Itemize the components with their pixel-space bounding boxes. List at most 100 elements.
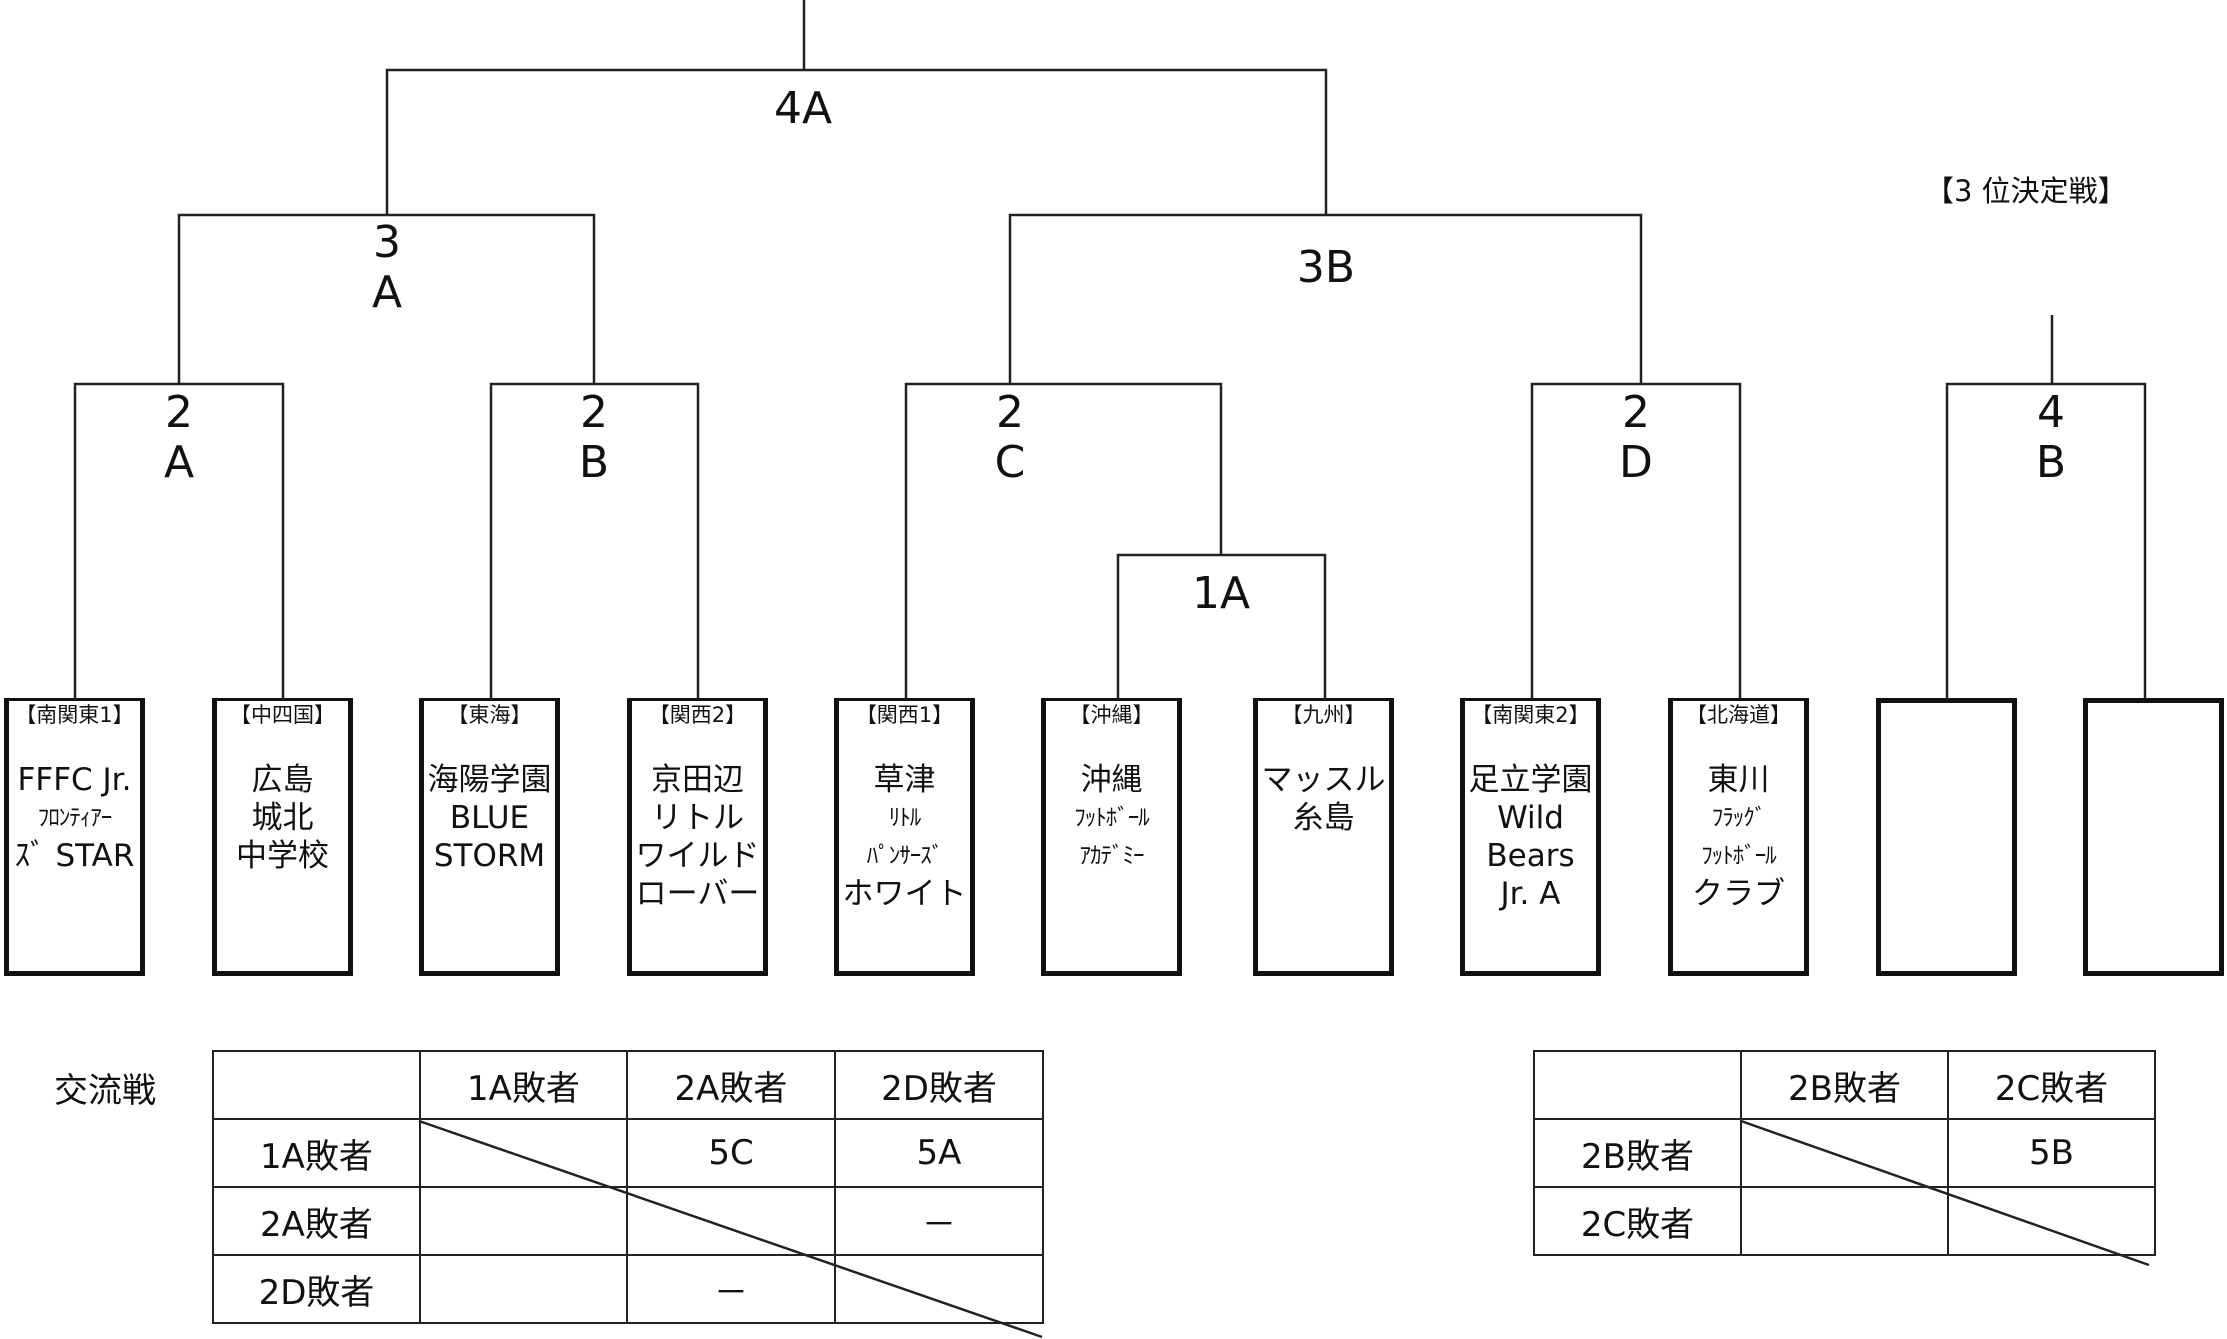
team-name-line: 城北: [251, 800, 314, 836]
cell: 5C: [626, 1118, 836, 1188]
col-header: 2B敗者: [1740, 1050, 1949, 1120]
team-name-line: ﾌﾛﾝﾃｨｱｰ: [37, 805, 113, 831]
team-box: 【中四国】広島城北中学校: [212, 698, 353, 976]
team-region-label: 【関西1】: [839, 701, 970, 729]
cell: [1947, 1186, 2156, 1256]
team-name-line: ｽﾞ STAR: [14, 838, 135, 874]
team-name-line: STORM: [433, 838, 546, 874]
quarter-2b-bracket: [489, 382, 700, 698]
cell: －: [626, 1254, 836, 1324]
quarter-2d-bracket: [1530, 382, 1742, 698]
row-header: 2D敗者: [212, 1254, 421, 1324]
semi-3b-label: 3B: [1296, 242, 1356, 293]
team-name-line: ローバー: [635, 876, 760, 912]
row-header: 1A敗者: [212, 1118, 421, 1188]
cell: [419, 1254, 628, 1324]
first-round-1a-label: 1A: [1191, 568, 1251, 619]
semi-3a-label: 3 A: [371, 217, 403, 318]
team-region-label: 【中四国】: [217, 701, 348, 729]
exchange-title: 交流戦: [54, 1071, 156, 1111]
table-header-row: 2B敗者 2C敗者: [1533, 1050, 2156, 1120]
team-name: 京田辺リトルワイルドローバー: [632, 761, 763, 913]
cell: －: [834, 1186, 1044, 1256]
team-box: [2083, 698, 2224, 976]
exchange-table-2: 2B敗者 2C敗者 2B敗者 5B 2C敗者: [1533, 1050, 2156, 1256]
row-header: 2A敗者: [212, 1186, 421, 1256]
team-region-label: 【九州】: [1258, 701, 1389, 729]
team-name-line: 糸島: [1292, 800, 1355, 836]
quarter-2b-label: 2 B: [578, 387, 610, 488]
team-name-line: 京田辺: [651, 762, 744, 798]
team-name-line: ホワイト: [842, 876, 967, 912]
col-header: 1A敗者: [419, 1050, 628, 1120]
table-row: 2C敗者: [1533, 1186, 2156, 1256]
quarter-2d-label: 2 D: [1619, 387, 1653, 488]
quarter-2a-label: 2 A: [163, 387, 195, 488]
cell: [419, 1186, 628, 1256]
team-name-line: FFFC Jr.: [17, 762, 132, 798]
team-name: 広島城北中学校: [217, 761, 348, 875]
corner-cell: [1533, 1050, 1742, 1120]
team-region-label: 【関西2】: [632, 701, 763, 729]
third-place-label: 4 B: [2035, 387, 2067, 488]
cell: [1740, 1118, 1949, 1188]
final-bracket: [385, 68, 1328, 215]
team-name-line: ｱｶﾃﾞﾐｰ: [1079, 843, 1145, 869]
team-name-line: クラブ: [1692, 876, 1785, 912]
cell: [626, 1186, 836, 1256]
third-place-bracket: [1945, 382, 2147, 698]
team-name: 沖縄 ﾌｯﾄﾎﾞｰﾙ ｱｶﾃﾞﾐｰ: [1046, 761, 1177, 875]
team-region-label: 【南関東1】: [9, 701, 140, 729]
team-name-line: 東川: [1707, 762, 1770, 798]
col-header: 2D敗者: [834, 1050, 1044, 1120]
team-name: マッスル糸島: [1258, 761, 1389, 837]
quarter-2c-label: 2 C: [994, 387, 1026, 488]
semi-3a-bracket: [177, 213, 596, 384]
team-name-line: ﾊﾟﾝｻｰｽﾞ: [866, 843, 944, 869]
final-label: 4A: [773, 83, 833, 134]
team-name: 草津 ﾘﾄﾙ ﾊﾟﾝｻｰｽﾞ ホワイト: [839, 761, 970, 913]
team-name-line: ﾌﾗｯｸﾞ: [1711, 805, 1767, 831]
team-name: FFFC Jr. ﾌﾛﾝﾃｨｱｰ ｽﾞ STAR: [9, 761, 140, 875]
team-name-line: ﾘﾄﾙ: [888, 805, 922, 831]
table-header-row: 1A敗者 2A敗者 2D敗者: [212, 1050, 1044, 1120]
team-name-line: ﾌｯﾄﾎﾞｰﾙ: [1074, 805, 1150, 831]
team-name-line: ワイルド: [635, 838, 760, 874]
team-name-line: リトル: [651, 800, 744, 836]
team-box: [1876, 698, 2017, 976]
row-header: 2C敗者: [1533, 1186, 1742, 1256]
team-name-line: 草津: [873, 762, 936, 798]
team-box: 【関西1】草津 ﾘﾄﾙ ﾊﾟﾝｻｰｽﾞ ホワイト: [834, 698, 975, 976]
cell: 5B: [1947, 1118, 2156, 1188]
semi-3b-bracket: [1008, 213, 1643, 384]
first-round-1a-bracket: [1116, 553, 1327, 698]
team-name-line: Bears: [1486, 838, 1575, 874]
table-row: 2B敗者 5B: [1533, 1118, 2156, 1188]
team-region-label: 【南関東2】: [1465, 701, 1596, 729]
team-box: 【九州】マッスル糸島: [1253, 698, 1394, 976]
team-name-line: 足立学園: [1468, 762, 1593, 798]
table-row: 1A敗者 5C 5A: [212, 1118, 1044, 1188]
team-name-line: 広島: [251, 762, 314, 798]
team-name-line: ﾌｯﾄﾎﾞｰﾙ: [1701, 843, 1777, 869]
team-name-line: 海陽学園: [427, 762, 552, 798]
team-name-line: 沖縄: [1080, 762, 1143, 798]
team-name-line: Wild: [1497, 800, 1564, 836]
team-name: 東川 ﾌﾗｯｸﾞ ﾌｯﾄﾎﾞｰﾙ クラブ: [1673, 761, 1804, 913]
team-region-label: 【東海】: [424, 701, 555, 729]
col-header: 2C敗者: [1947, 1050, 2156, 1120]
table-row: 2D敗者 －: [212, 1254, 1044, 1324]
team-box: 【沖縄】沖縄 ﾌｯﾄﾎﾞｰﾙ ｱｶﾃﾞﾐｰ: [1041, 698, 1182, 976]
table-row: 2A敗者 －: [212, 1186, 1044, 1256]
quarter-2c-bracket: [904, 382, 1223, 698]
row-header: 2B敗者: [1533, 1118, 1742, 1188]
team-name-line: Jr. A: [1500, 876, 1561, 912]
team-region-label: 【沖縄】: [1046, 701, 1177, 729]
team-name-line: 中学校: [236, 838, 329, 874]
quarter-2a-bracket: [73, 382, 285, 698]
exchange-table-1: 1A敗者 2A敗者 2D敗者 1A敗者 5C 5A 2A敗者 － 2D敗者 －: [212, 1050, 1044, 1324]
third-place-title: 【3 位決定戦】: [1925, 174, 2127, 208]
